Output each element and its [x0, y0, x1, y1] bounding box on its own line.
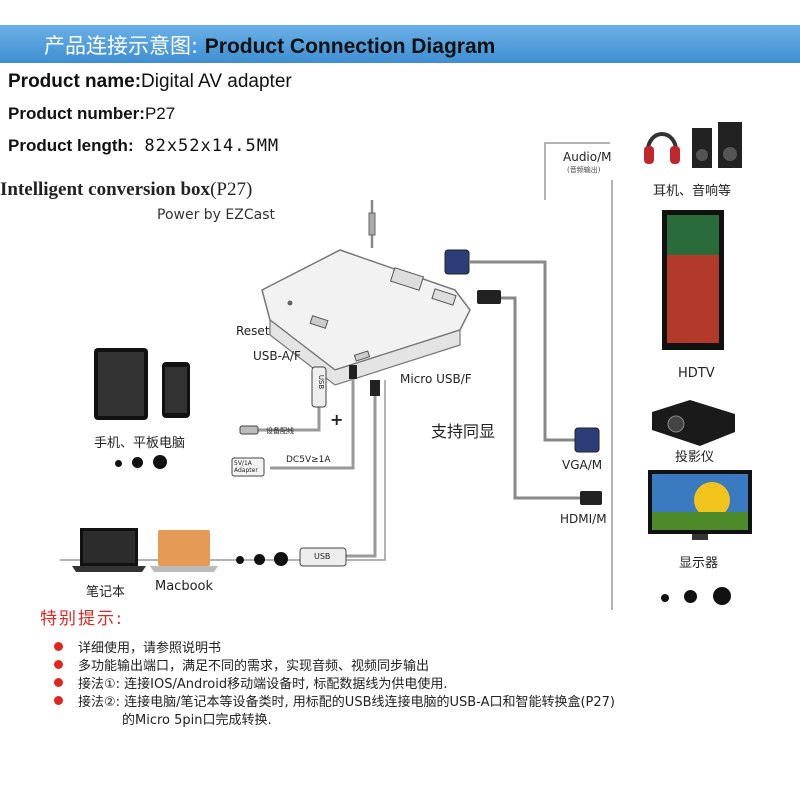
- audio-bracket-line: [544, 142, 610, 200]
- macbook-icon: [150, 530, 218, 572]
- hdtv-icon: [662, 210, 724, 350]
- tip-item: 接法②: 连接电脑/笔记本等设备类时, 用标配的USB线连接电脑的USB-A口和…: [78, 695, 616, 710]
- ellipsis-dot: [132, 457, 143, 468]
- product-name-line: Product name:Digital AV adapter: [8, 71, 292, 93]
- dc-label: DC5V≥1A: [286, 455, 331, 465]
- micro-usb-label: Micro USB/F: [400, 372, 472, 386]
- speakers-icon: [692, 122, 742, 168]
- ellipsis-dot: [684, 590, 697, 603]
- power-by: Power by EZCast: [157, 207, 275, 223]
- vga-label: VGA/M: [562, 458, 603, 472]
- product-number-value: P27: [144, 104, 176, 123]
- ellipsis-dot: [661, 594, 669, 602]
- product-number-line: Product number:P27: [8, 104, 175, 124]
- projector-icon: [652, 400, 735, 446]
- reset-label: Reset: [236, 324, 270, 338]
- ellipsis-dot: [115, 460, 122, 467]
- product-length-value: 82x52x14.5MM: [144, 136, 280, 156]
- macbook-label: Macbook: [155, 579, 214, 594]
- ellipsis-dot: [713, 587, 731, 605]
- headphones-label: 耳机、音响等: [653, 184, 732, 199]
- product-name-label: Product name:: [8, 71, 142, 92]
- ellipsis-dot: [274, 552, 288, 566]
- ellipsis-dot: [153, 455, 167, 469]
- ellipsis-dot: [236, 556, 244, 564]
- banner-title-cn: 产品连接示意图:: [44, 34, 199, 58]
- conversion-box-graphic: [261, 249, 471, 386]
- notebook-icon: [72, 528, 146, 572]
- title-banner: [0, 25, 800, 63]
- product-length-line: Product length: 82x52x14.5MM: [8, 136, 279, 156]
- bullet-dot: [54, 642, 63, 651]
- tablet-icon: [94, 348, 148, 420]
- same-display-label: 支持同显: [431, 422, 496, 441]
- box-title-line: Intelligent conversion box(P27): [0, 179, 252, 201]
- ellipsis-dot: [254, 554, 265, 565]
- bullet-dot: [54, 696, 63, 705]
- tip-continuation: 的Micro 5pin口完成转换.: [122, 713, 272, 728]
- bullet-dot: [54, 678, 63, 687]
- bullet-dot: [54, 660, 63, 669]
- projector-label: 投影仪: [675, 450, 715, 465]
- notebook-label: 笔记本: [86, 585, 126, 600]
- usb-plug-laptop-label: USB: [314, 552, 331, 561]
- audio-sub-label: (音频输出): [567, 166, 601, 174]
- usb-plug-label: USB: [317, 374, 326, 390]
- adapter-label: 5V/1A Adapter: [234, 460, 258, 474]
- hdtv-label: HDTV: [678, 366, 715, 381]
- box-model: (P27): [210, 179, 253, 200]
- device-cable-label: 设备配线: [266, 427, 294, 435]
- phone-tablet-label: 手机、平板电脑: [94, 436, 186, 451]
- product-name-value: Digital AV adapter: [141, 71, 292, 92]
- box-title: Intelligent conversion box: [0, 179, 211, 200]
- tip-item: 详细使用，请参照说明书: [78, 641, 222, 656]
- banner-title-en: Product Connection Diagram: [204, 35, 496, 58]
- tips-title: 特别提示:: [40, 609, 124, 629]
- plus-sign: +: [330, 410, 344, 429]
- tip-item: 多功能输出端口，满足不同的需求，实现音频、视频同步输出: [78, 659, 430, 674]
- usb-af-label: USB-A/F: [253, 349, 301, 363]
- headphones-icon: [644, 132, 680, 164]
- banner-title: 产品连接示意图: Product Connection Diagram: [44, 30, 495, 60]
- monitor-icon: [648, 470, 752, 540]
- audio-label: Audio/M: [563, 150, 612, 164]
- tip-item: 接法①: 连接IOS/Android移动端设备时, 标配数据线为供电使用.: [78, 677, 448, 692]
- product-length-label: Product length:: [8, 136, 134, 155]
- monitor-label: 显示器: [679, 556, 719, 571]
- product-number-label: Product number:: [8, 104, 145, 123]
- phone-icon: [162, 362, 190, 418]
- hdmi-label: HDMI/M: [560, 512, 607, 526]
